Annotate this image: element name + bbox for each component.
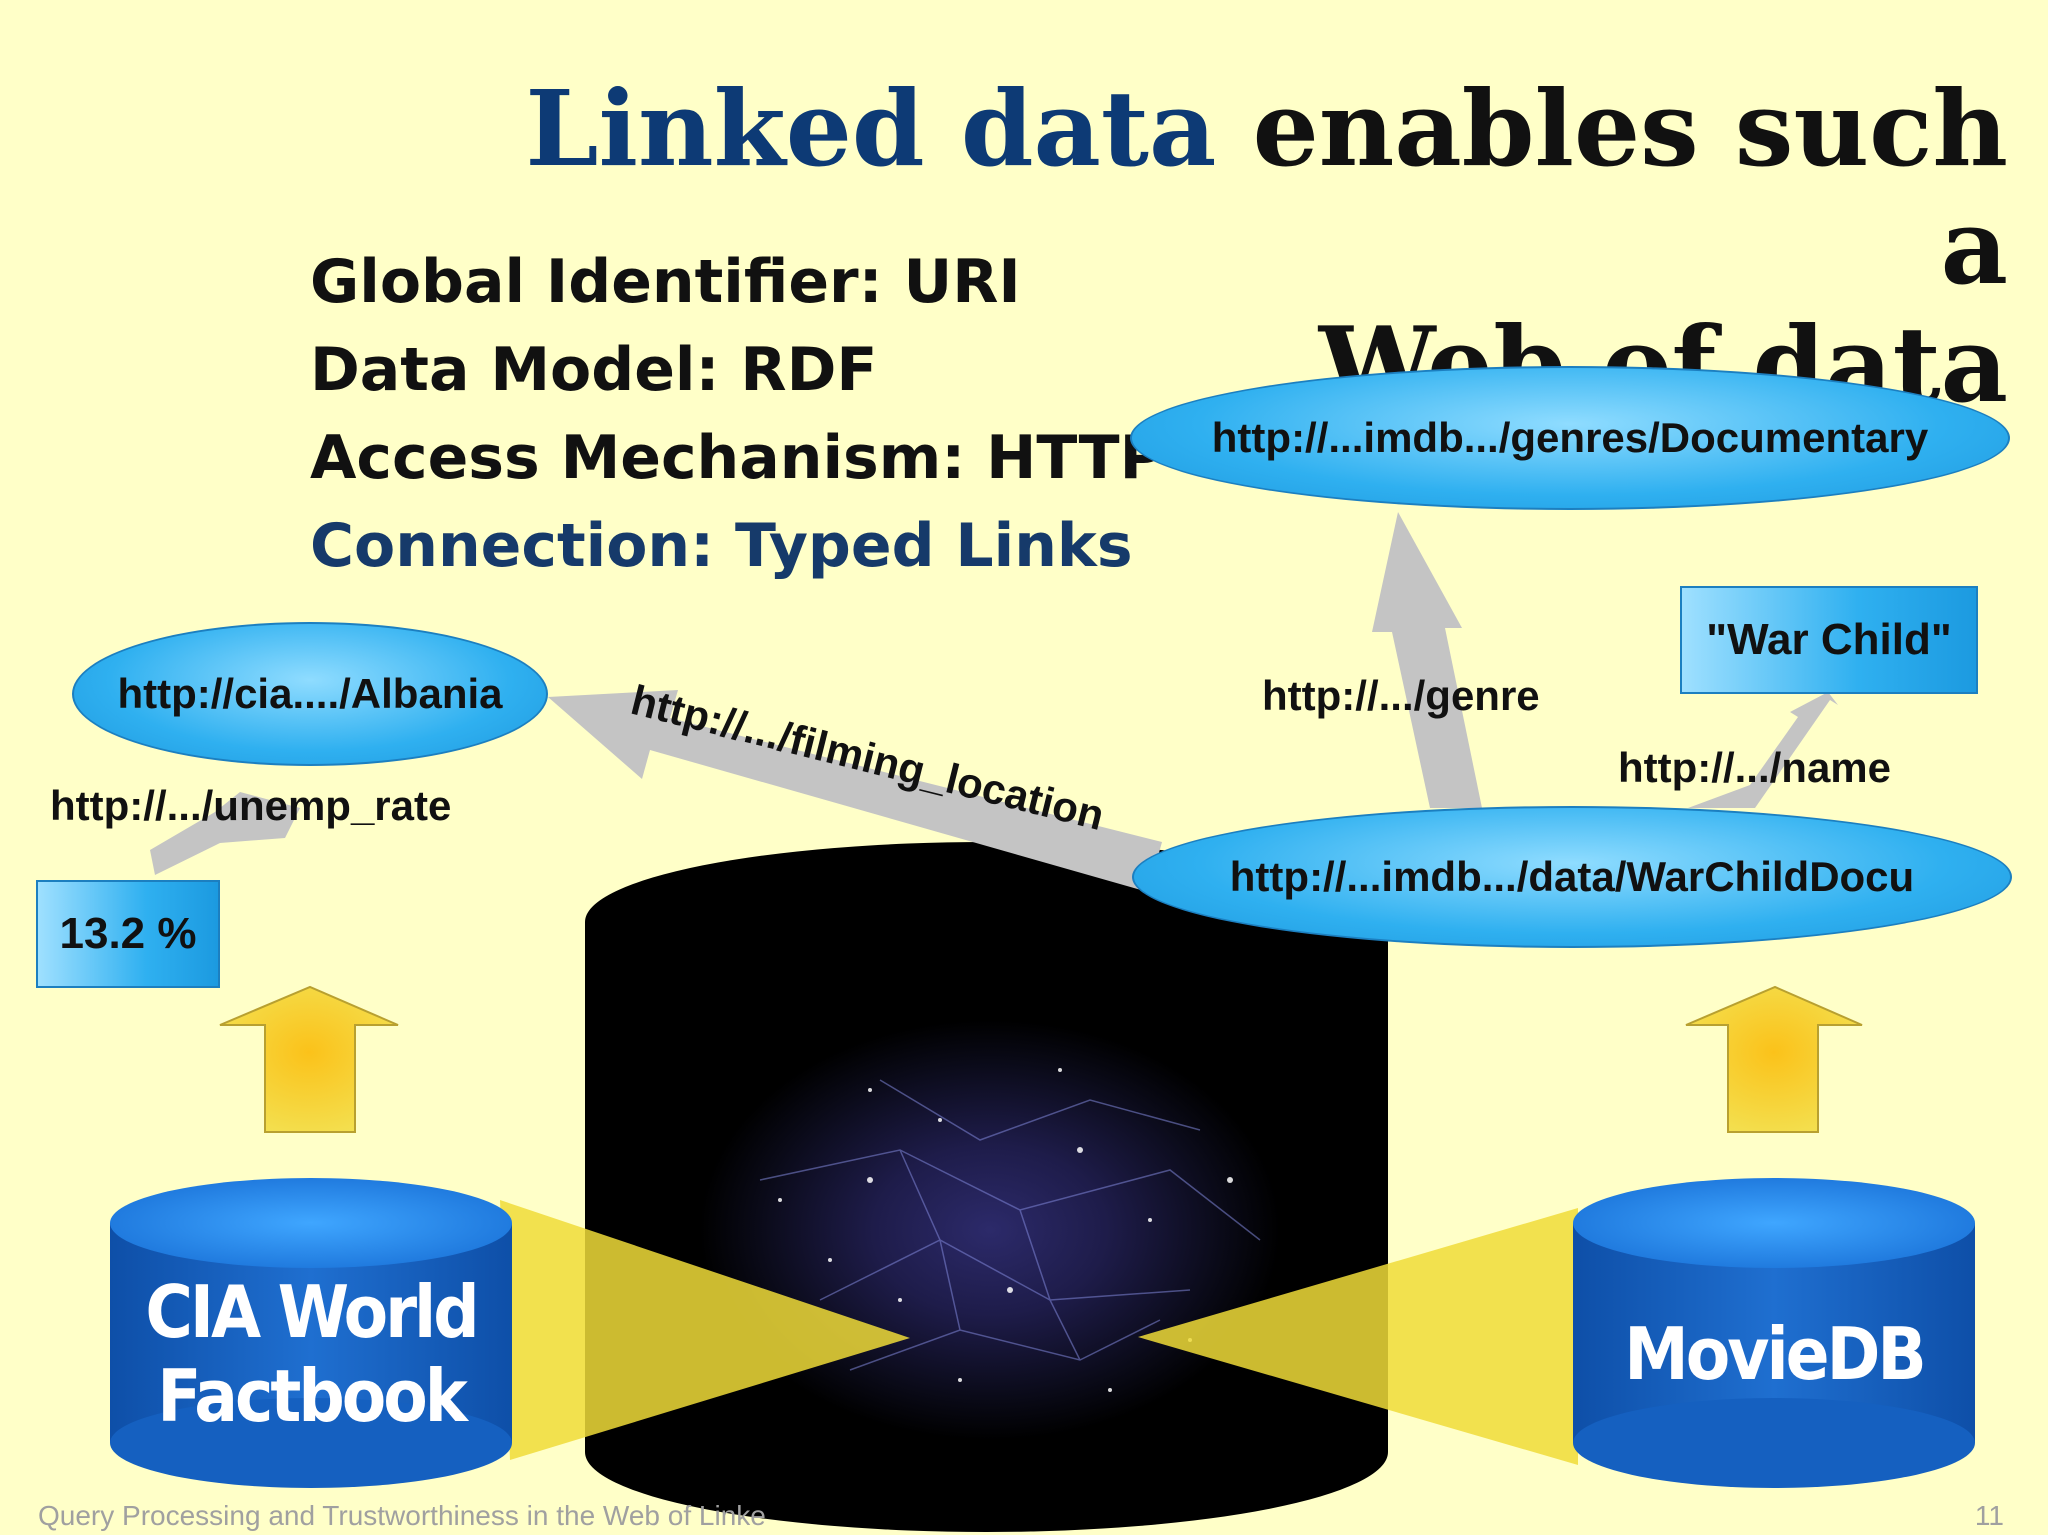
unemp-value-label: 13.2 %	[59, 909, 197, 958]
bullet-data-model: Data Model: RDF	[310, 335, 878, 405]
principles-list: Global Identifier: URI Data Model: RDF A…	[310, 238, 1164, 590]
linked-data-cloud-image	[700, 1020, 1280, 1440]
war-child-literal-box: "War Child"	[1680, 586, 1978, 694]
page-number: 11	[1974, 1500, 2004, 1531]
unemp-rate-arrow	[150, 792, 300, 875]
title-highlight: Linked data	[525, 67, 1217, 190]
albania-node: http://cia..../Albania	[72, 622, 548, 766]
cia-label-line1: CIA World	[145, 1270, 479, 1354]
war-child-literal-label: "War Child"	[1706, 615, 1952, 664]
moviedb-up-arrow	[1685, 985, 1863, 1133]
cia-to-web-beam	[500, 1200, 910, 1460]
cia-database-cylinder	[110, 1178, 512, 1488]
warchild-resource-node: http://...imdb.../data/WarChildDocu	[1132, 806, 2012, 948]
documentary-genre-label: http://...imdb.../genres/Documentary	[1211, 414, 1929, 461]
filming-location-arrow	[548, 690, 1162, 892]
albania-node-label: http://cia..../Albania	[117, 670, 503, 717]
bullet-connection: Connection: Typed Links	[310, 511, 1133, 581]
cia-label-line2: Factbook	[157, 1354, 468, 1438]
genre-arrow	[1372, 512, 1482, 808]
cloud-sparkles	[778, 1068, 1233, 1392]
cia-up-arrow	[219, 985, 399, 1133]
moviedb-database-cylinder	[1573, 1178, 1975, 1488]
warchild-resource-label: http://...imdb.../data/WarChildDocu	[1229, 853, 1915, 900]
web-of-data-cylinder	[585, 842, 1388, 1532]
footer-text: Query Processing and Trustworthiness in …	[38, 1500, 766, 1531]
name-arrow	[1688, 692, 1838, 808]
bullet-global-identifier: Global Identifier: URI	[310, 247, 1021, 317]
moviedb-to-web-beam	[1138, 1208, 1578, 1465]
documentary-genre-node: http://...imdb.../genres/Documentary	[1130, 366, 2010, 510]
title-rest-line1: enables such a	[1252, 67, 2008, 308]
cloud-links	[759, 1079, 1261, 1371]
moviedb-database-label: MovieDB	[1624, 1312, 1926, 1396]
genre-edge-label: http://.../genre	[1262, 672, 1540, 719]
unemp-value-box: 13.2 %	[36, 880, 220, 988]
unemp-rate-edge-label: http://.../unemp_rate	[50, 782, 452, 829]
cia-database-label: CIA World Factbook	[120, 1270, 502, 1438]
name-edge-label: http://.../name	[1618, 744, 1891, 791]
bullet-access-mechanism: Access Mechanism: HTTP	[310, 423, 1164, 493]
